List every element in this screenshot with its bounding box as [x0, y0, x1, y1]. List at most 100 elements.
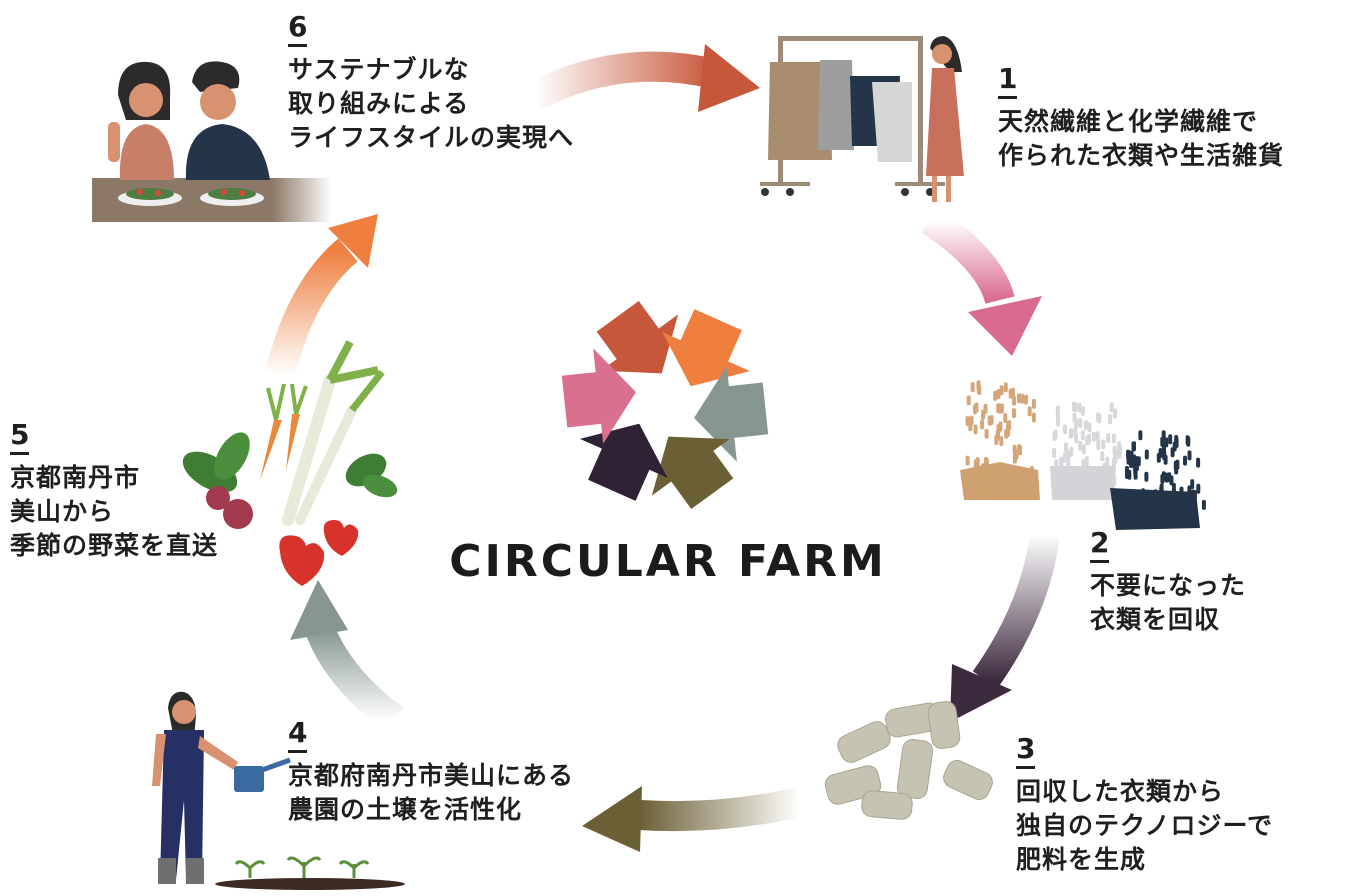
shred-piece [1072, 412, 1077, 423]
shred-piece [973, 424, 978, 435]
arrow-6-to-1 [528, 44, 760, 112]
shred-piece [1080, 406, 1085, 416]
step-1-number: 1 [998, 64, 1018, 99]
shred-piece [1069, 428, 1074, 439]
shred-piece [1113, 408, 1117, 419]
step-5-line-2: 美山から [10, 497, 115, 526]
logo-arrow-red [596, 301, 679, 374]
shred-piece [999, 436, 1004, 447]
fertilizer-pellets-icon [824, 701, 993, 820]
shred-piece [999, 385, 1004, 396]
shred-piece [1160, 474, 1165, 484]
logo-arrow-pink [561, 348, 636, 444]
shred-piece [1168, 434, 1173, 445]
shred-piece [1109, 402, 1114, 413]
shred-piece [1006, 426, 1011, 437]
shred-piece [1087, 422, 1092, 433]
step-4: 4 京都府南丹市美山にある 農園の土壌を活性化 [288, 718, 574, 827]
step-1-line-2: 作られた衣類や生活雑貨 [998, 141, 1285, 170]
shred-piece [1095, 431, 1100, 442]
shred-piece [1096, 439, 1101, 450]
shred-piece [1101, 439, 1106, 450]
shred-piece [997, 403, 1002, 414]
shred-piece [996, 389, 1001, 399]
shred-piece [1172, 441, 1177, 452]
shred-piece [1020, 393, 1025, 404]
shred-piece [966, 395, 971, 406]
garment-base [1110, 488, 1200, 530]
shred-piece [993, 390, 998, 401]
shred-piece [1062, 452, 1067, 463]
shred-piece [1156, 452, 1161, 463]
clothes-rack-icon [760, 36, 964, 202]
step-2-number: 2 [1090, 528, 1110, 563]
shred-piece [1073, 426, 1078, 437]
shred-piece [1052, 448, 1057, 458]
shred-piece [1111, 457, 1116, 468]
shred-piece [1014, 449, 1019, 460]
shred-piece [1003, 413, 1008, 423]
shred-piece [1117, 448, 1122, 459]
step-1-line-1: 天然繊維と化学繊維で [998, 107, 1259, 136]
shred-piece [981, 409, 986, 420]
shredded-clothes-icon [960, 380, 1206, 530]
shred-piece [1064, 442, 1068, 453]
shred-piece [980, 419, 985, 430]
shred-piece [1105, 456, 1110, 467]
shred-piece [1127, 469, 1132, 480]
arrow-4-to-5 [290, 580, 404, 733]
shred-piece [1055, 405, 1060, 416]
shred-piece [1066, 450, 1071, 461]
shred-piece [983, 456, 988, 467]
shred-piece [976, 380, 981, 391]
shred-piece [1144, 449, 1149, 460]
shred-piece [974, 402, 979, 413]
step-6-number: 6 [288, 12, 308, 47]
shred-piece [1031, 398, 1036, 409]
shred-piece [1108, 414, 1113, 425]
couple-eating-icon [92, 61, 332, 222]
shred-piece [1196, 483, 1201, 494]
shred-piece [1024, 394, 1028, 405]
arrow-5-to-6 [265, 214, 378, 379]
shred-piece [1117, 441, 1122, 452]
shred-piece [1012, 395, 1016, 406]
garment-base [960, 462, 1040, 500]
step-3-number: 3 [1016, 734, 1036, 769]
shred-piece [1144, 471, 1149, 482]
shred-piece [1081, 444, 1086, 455]
shred-piece [1008, 388, 1013, 399]
step-5-line-1: 京都南丹市 [10, 463, 141, 492]
step-5-number: 5 [10, 420, 30, 455]
shred-piece [1201, 499, 1206, 510]
brand-title: CIRCULAR FARM [449, 536, 887, 587]
shred-piece [1063, 424, 1067, 435]
shred-piece [1059, 456, 1064, 467]
step-6-line-3: ライフスタイルの実現へ [288, 123, 575, 152]
shred-piece [1183, 455, 1187, 466]
circular-logo [561, 301, 769, 509]
shred-piece [1069, 446, 1074, 457]
shred-piece [1196, 457, 1201, 468]
shred-piece [1078, 440, 1083, 451]
shred-piece [1186, 436, 1191, 447]
shred-piece [1097, 413, 1102, 424]
step-5: 5 京都南丹市 美山から 季節の野菜を直送 [10, 420, 218, 563]
shred-piece [1126, 449, 1131, 460]
shred-piece [1073, 402, 1078, 413]
shred-piece [1112, 433, 1116, 444]
logo-arrow-orange [662, 309, 751, 387]
step-3-line-2: 独自のテクノロジーで [1016, 811, 1274, 840]
logo-arrow-gray [694, 366, 769, 462]
shred-piece [1091, 431, 1096, 442]
step-2-line-1: 不要になった [1090, 571, 1247, 600]
step-4-line-2: 農園の土壌を活性化 [288, 795, 523, 824]
shred-piece [965, 455, 970, 466]
step-4-line-1: 京都府南丹市美山にある [288, 761, 575, 790]
step-2-line-2: 衣類を回収 [1090, 605, 1221, 634]
shred-piece [1056, 416, 1060, 427]
shred-piece [1077, 402, 1082, 413]
gardener-watering-icon [152, 691, 405, 890]
shred-piece [1078, 417, 1083, 428]
step-6-line-1: サステナブルな [288, 55, 470, 84]
